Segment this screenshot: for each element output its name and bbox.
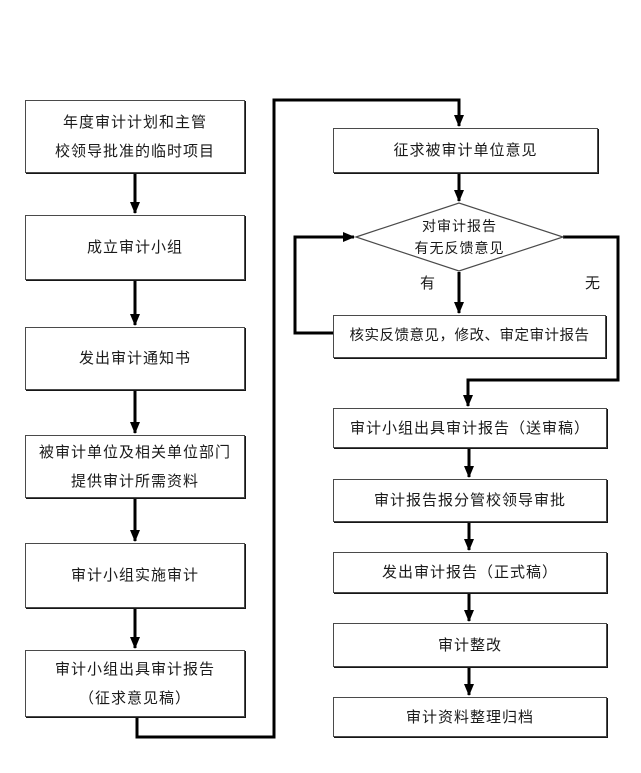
node-annual-plan: 年度审计计划和主管 校领导批准的临时项目 — [25, 100, 245, 173]
node-rectification: 审计整改 — [333, 623, 607, 667]
node-verify-feedback: 核实反馈意见，修改、审定审计报告 — [333, 315, 606, 358]
node-form-team: 成立审计小组 — [25, 215, 245, 280]
decision-diamond-shape — [354, 202, 565, 272]
node-provide-materials: 被审计单位及相关单位部门 提供审计所需资料 — [25, 435, 245, 498]
connector-decision-no-to-submit-report — [463, 235, 620, 407]
connector-verify-feedback-back-to-decision — [293, 232, 355, 335]
node-issue-notice: 发出审计通知书 — [25, 327, 245, 390]
branch-label-yes: 有 — [420, 275, 436, 292]
node-leader-approval: 审计报告报分管校领导审批 — [333, 479, 607, 522]
node-issue-final: 发出审计报告（正式稿） — [333, 552, 607, 593]
node-archive: 审计资料整理归档 — [333, 697, 607, 737]
branch-label-no: 无 — [585, 275, 601, 292]
connector-draft-report-to-solicit-opinions — [135, 98, 464, 739]
node-solicit-opinions: 征求被审计单位意见 — [333, 128, 598, 173]
node-draft-report: 审计小组出具审计报告 （征求意见稿） — [25, 650, 245, 717]
node-submit-report: 审计小组出具审计报告（送审稿） — [333, 408, 607, 448]
node-implement-audit: 审计小组实施审计 — [25, 543, 245, 608]
decision-label: 对审计报告 有无反馈意见 — [414, 218, 505, 256]
